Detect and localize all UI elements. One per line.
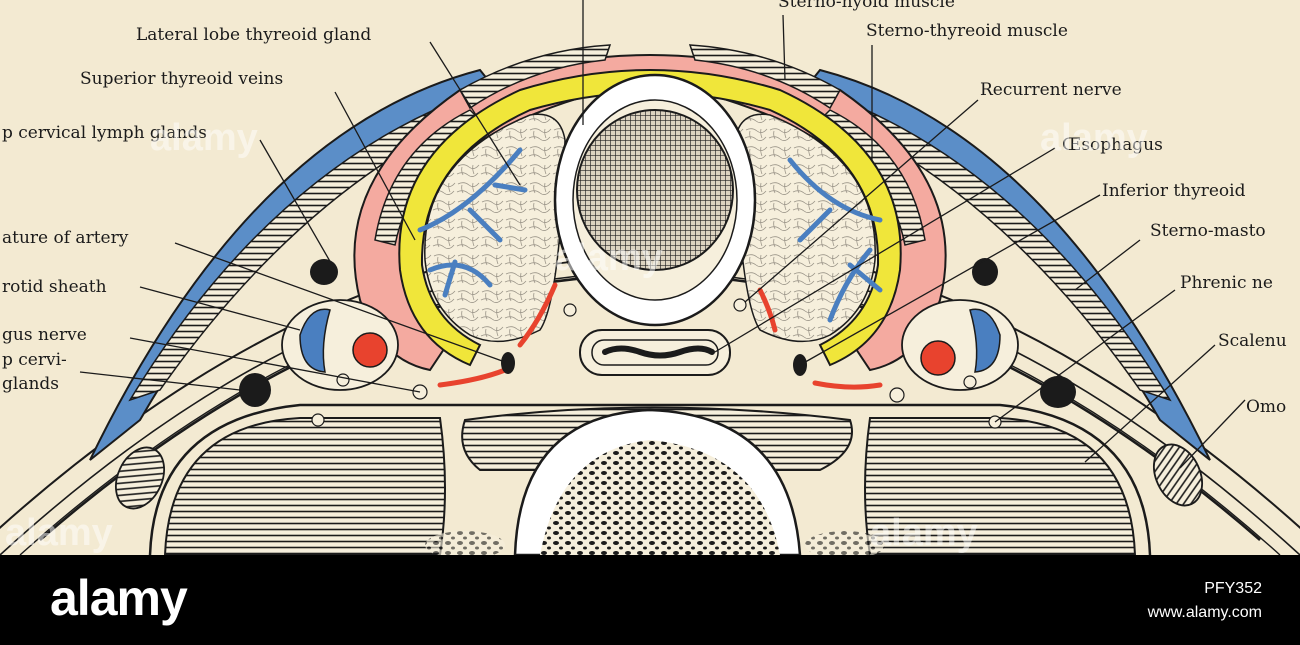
right-internal-jugular-vein xyxy=(969,308,1001,373)
footer-info: PFY352 www.alamy.com xyxy=(1148,577,1262,625)
deep-cervical-lymph-glands xyxy=(239,258,1076,408)
alamy-logo: alamy xyxy=(50,570,188,626)
ghost-watermarks: alamy alamy alamy alamy alamy xyxy=(5,117,1148,554)
right-common-carotid-artery xyxy=(920,340,956,376)
label-carotid-sheath: rotid sheath xyxy=(2,277,107,297)
label-phrenic-nerve: Phrenic ne xyxy=(1180,273,1273,293)
label-omohyoid: Omo xyxy=(1246,397,1286,417)
label-sterno-mastoid: Sterno-masto xyxy=(1150,221,1266,241)
label-scalenus: Scalenu xyxy=(1218,331,1287,351)
trachea-lumen xyxy=(576,109,734,271)
watermark-ghost-bottom-left: alamy xyxy=(5,512,113,554)
label-oesophagus: Œsophagus xyxy=(1062,135,1163,155)
watermark-ghost-bottom: alamy xyxy=(870,512,978,554)
label-sterno-hyoid-muscle: Sterno-hyoid muscle xyxy=(778,0,955,12)
image-id: PFY352 xyxy=(1204,580,1262,597)
right-omohyoid xyxy=(1153,443,1203,507)
label-glands: glands xyxy=(2,374,59,394)
watermark-ghost-center: alamy xyxy=(555,237,663,279)
label-sterno-thyreoid-muscle: Sterno-thyreoid muscle xyxy=(866,21,1068,41)
anatomical-plate: Lateral lobe thyreoid gland Superior thy… xyxy=(0,0,1300,555)
label-ligature-of-artery: ature of artery xyxy=(2,228,129,248)
inferior-thyreoid-arteries xyxy=(437,282,883,390)
label-vagus-nerve: gus nerve xyxy=(2,325,87,345)
watermark-footer: alamy PFY352 www.alamy.com xyxy=(0,555,1300,645)
right-labels: Recurrent nerve Œsophagus Inferior thyre… xyxy=(980,80,1287,417)
watermark-ghost-left: alamy xyxy=(150,117,258,159)
left-longus-muscle xyxy=(163,417,446,555)
sterno-hyoid-right xyxy=(688,44,842,110)
left-common-carotid-artery xyxy=(352,332,388,368)
label-recurrent-nerve: Recurrent nerve xyxy=(980,80,1122,100)
thyroid-capsule xyxy=(398,69,902,367)
neck-cross-section-diagram: Lateral lobe thyreoid gland Superior thy… xyxy=(0,0,1300,555)
label-lateral-lobe-thyreoid-gland: Lateral lobe thyreoid gland xyxy=(136,25,371,45)
watermark-ghost-right: alamy xyxy=(1040,117,1148,159)
site-url: www.alamy.com xyxy=(1147,604,1262,621)
label-deep-cervical-lymph-glands: p cervical lymph glands xyxy=(2,123,207,143)
superior-thyreoid-veins xyxy=(417,147,883,323)
sterno-hyoid-left xyxy=(458,44,612,110)
leader-lines xyxy=(79,0,1246,469)
left-omohyoid xyxy=(115,446,165,510)
label-deep-cervical: p cervi- xyxy=(2,350,67,370)
label-superior-thyreoid-veins: Superior thyreoid veins xyxy=(80,69,283,89)
left-internal-jugular-vein xyxy=(299,308,331,373)
left-labels: Lateral lobe thyreoid gland Superior thy… xyxy=(2,25,371,394)
prevertebral-fascia xyxy=(148,403,1152,555)
label-inferior-thyreoid: Inferior thyreoid xyxy=(1102,181,1246,201)
right-carotid-sheath xyxy=(901,299,1019,391)
top-labels: Sterno-hyoid muscle Sterno-thyreoid musc… xyxy=(778,0,1068,41)
